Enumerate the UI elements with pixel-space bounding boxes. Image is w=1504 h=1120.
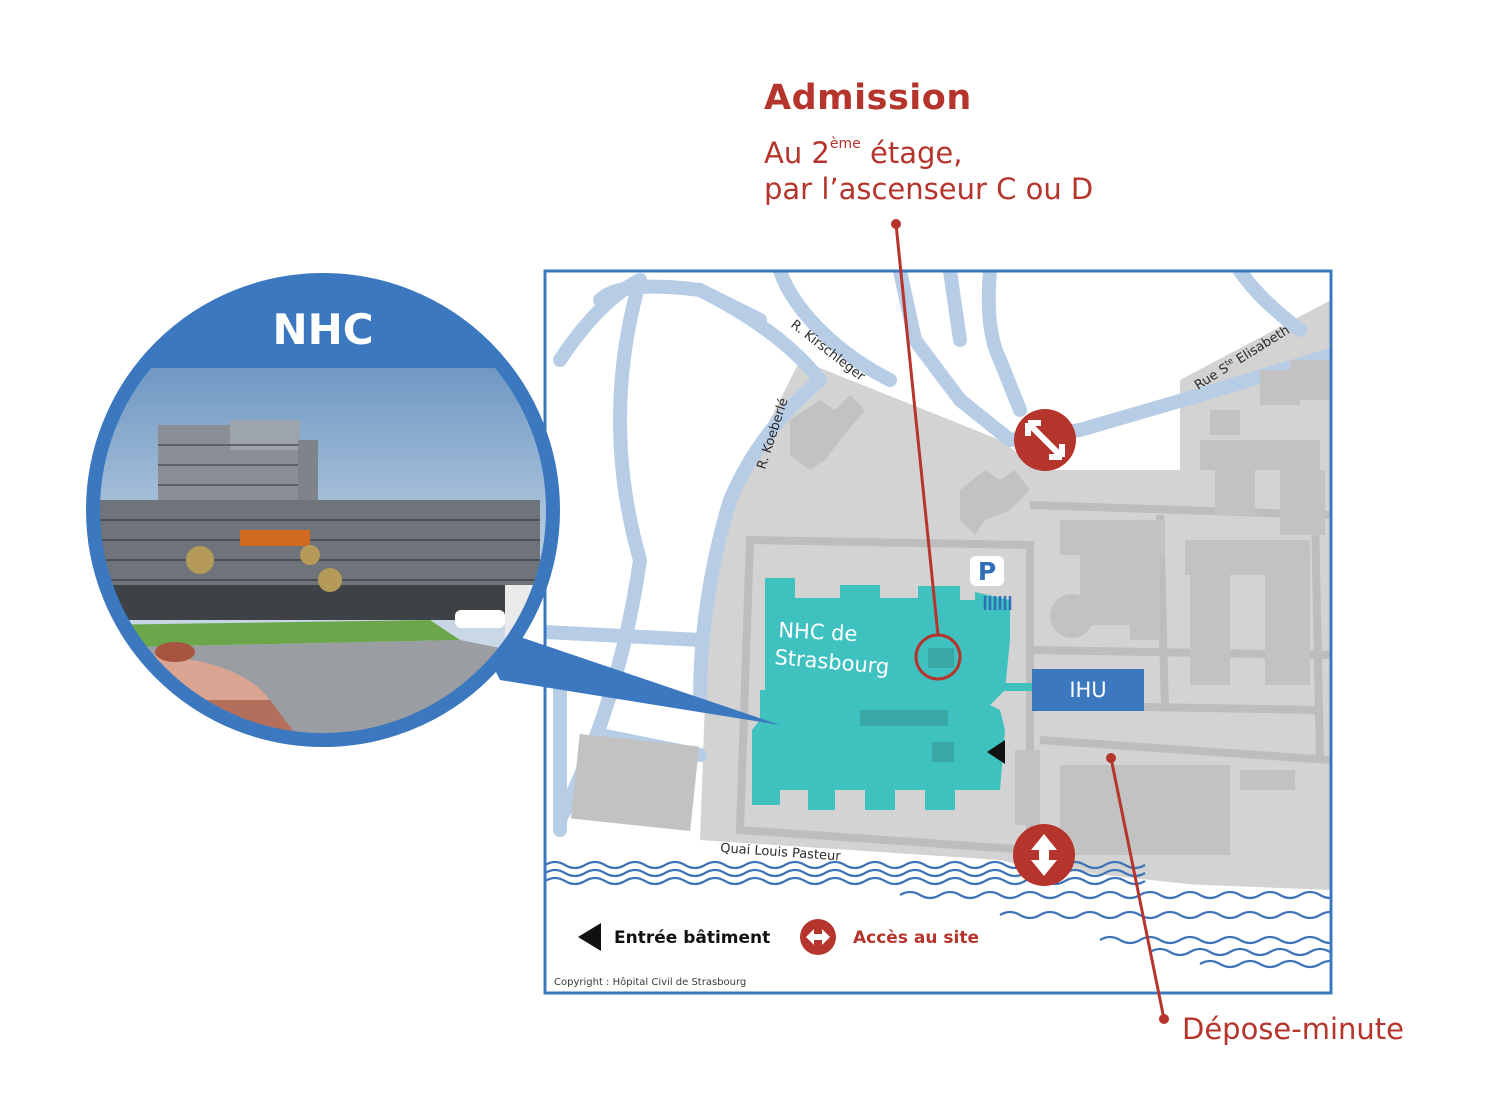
admission-leader-dot [891,219,901,229]
depose-minute-label: Dépose-minute [1182,1012,1405,1046]
legend-access-icon [800,919,836,955]
ihu-building [1032,669,1144,711]
roads [545,271,1331,837]
nhc-building [752,578,1010,810]
ihu-label: IHU [1069,678,1106,702]
parking-label: P [978,557,996,586]
site-access-south-icon [1013,824,1075,886]
callout-pointer [470,620,780,725]
admission-title: Admission [764,78,972,118]
entrance-arrow-icon [987,740,1005,764]
admission-floor-text: Au 2ème étage, [764,136,963,170]
admission-elevator-text: par l’ascenseur C ou D [764,172,1094,206]
legend-access-label: Accès au site [853,928,979,948]
legend-entrance-label: Entrée bâtiment [614,928,770,948]
legend-entrance-icon [578,923,601,951]
leader-lines [894,223,1166,1020]
map: P IHU NHC de Strasbourg R. Kirschleger R… [543,269,1333,995]
photo-title: NHC [272,305,373,354]
site-access-north-icon [1014,409,1076,471]
parking-bays [983,596,1012,610]
depose-leader-dot [1159,1014,1169,1024]
copyright-text: Copyright : Hôpital Civil de Strasbourg [554,976,746,988]
surrounding-buildings [570,360,1330,855]
map-frame [543,269,1333,995]
parking-icon [970,556,1004,586]
photo-frame [86,273,560,747]
nhc-building-label-1: NHC de [778,618,858,646]
